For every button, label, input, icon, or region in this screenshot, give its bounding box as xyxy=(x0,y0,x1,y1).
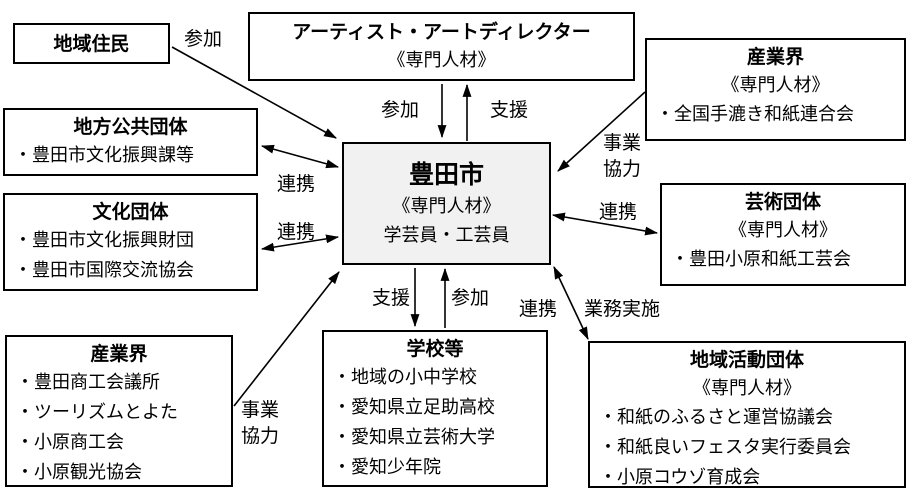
node-artist: アーティスト・アートディレクター 《専門人材》 xyxy=(248,12,635,81)
list-item: ・愛知少年院 xyxy=(333,457,441,478)
edge-cultural-toyota xyxy=(260,234,340,252)
list-item: ・豊田市文化振興財団 xyxy=(14,230,194,251)
list-item: ・小原コウゾ育成会 xyxy=(599,467,761,488)
node-community-items: ・和紙のふるさと運営協議会 ・和紙良いフェスタ実行委員会 ・小原コウゾ育成会 xyxy=(594,403,900,493)
node-community-title: 地域活動団体 xyxy=(689,349,804,371)
list-item: ・全国手漉き和紙連合会 xyxy=(656,104,854,125)
node-cultural-items: ・豊田市文化振興財団 ・豊田市国際交流協会 xyxy=(9,226,252,286)
edge-label-sanka-schools: 参加 xyxy=(451,287,490,309)
node-artist-subtitle: 《専門人材》 xyxy=(387,50,496,71)
node-residents-title: 地域住民 xyxy=(53,32,130,55)
edge-label-sanka-artist: 参加 xyxy=(381,99,420,121)
node-industry-top-items: ・全国手漉き和紙連合会 xyxy=(651,100,900,130)
node-toyota-subtitle: 《専門人材》 xyxy=(392,195,501,217)
list-item: ・豊田小原和紙工芸会 xyxy=(671,249,851,270)
node-art-group-subtitle: 《専門人材》 xyxy=(729,220,837,241)
node-art-group-items: ・豊田小原和紙工芸会 xyxy=(666,245,900,275)
list-item: ・和紙良いフェスタ実行委員会 xyxy=(599,437,851,458)
edge-label-renkei-community: 連携 xyxy=(519,298,558,320)
edge-label-jigyou-bottom: 事業協力 xyxy=(241,399,280,447)
node-cultural-title: 文化団体 xyxy=(92,201,169,223)
node-toyota-city: 豊田市 《専門人材》 学芸員・工芸員 xyxy=(342,142,551,265)
list-item: ・和紙のふるさと運営協議会 xyxy=(599,407,833,428)
edge-label-sanka-residents: 参加 xyxy=(184,28,223,50)
list-item: ・豊田商工会議所 xyxy=(16,372,160,393)
edge-label-shien-artist: 支援 xyxy=(490,99,529,121)
edge-label-jigyou-top: 事業協力 xyxy=(603,132,642,180)
node-industry-bottom: 産業界 ・豊田商工会議所 ・ツーリズムとよた ・小原商工会 ・小原観光協会 xyxy=(5,335,233,487)
node-art-group-title: 芸術団体 xyxy=(744,191,821,213)
list-item: ・愛知県立足助高校 xyxy=(333,397,495,418)
edge-toyota-artgroup xyxy=(551,212,659,236)
edge-residents-toyota xyxy=(171,46,337,139)
node-industry-top: 産業界 《専門人材》 ・全国手漉き和紙連合会 xyxy=(645,38,906,141)
node-artist-title: アーティスト・アートディレクター xyxy=(292,21,591,43)
list-item: ・地域の小中学校 xyxy=(333,367,477,388)
node-cultural: 文化団体 ・豊田市文化振興財団 ・豊田市国際交流協会 xyxy=(3,193,258,291)
node-local-gov: 地方公共団体 ・豊田市文化振興課等 xyxy=(3,108,258,176)
node-industry-top-subtitle: 《専門人材》 xyxy=(721,75,830,96)
node-schools: 学校等 ・地域の小中学校 ・愛知県立足助高校 ・愛知県立芸術大学 ・愛知少年院 xyxy=(322,330,548,487)
edge-label-renkei-localgov: 連携 xyxy=(277,173,316,195)
edge-label-renkei-cultural: 連携 xyxy=(277,221,316,243)
list-item: ・小原商工会 xyxy=(16,432,124,453)
edge-label-gyomu-jisshi: 業務実施 xyxy=(584,298,661,320)
edge-toyota-community xyxy=(553,266,589,340)
node-industry-bottom-items: ・豊田商工会議所 ・ツーリズムとよた ・小原商工会 ・小原観光協会 xyxy=(11,368,227,488)
node-industry-top-title: 産業界 xyxy=(746,46,804,68)
edge-label-shien-schools: 支援 xyxy=(372,287,411,309)
node-local-gov-items: ・豊田市文化振興課等 xyxy=(9,141,252,171)
list-item: ・小原観光協会 xyxy=(16,462,142,483)
list-item: ・ツーリズムとよた xyxy=(16,402,178,423)
edge-localgov-toyota xyxy=(260,144,340,169)
edge-industrytop-toyota xyxy=(557,91,646,172)
edge-industrybottom-toyota xyxy=(233,271,340,407)
list-item: ・豊田市文化振興課等 xyxy=(14,145,194,166)
node-residents: 地域住民 xyxy=(13,23,170,64)
node-local-gov-title: 地方公共団体 xyxy=(73,116,188,138)
node-schools-title: 学校等 xyxy=(406,338,464,360)
node-community: 地域活動団体 《専門人材》 ・和紙のふるさと運営協議会 ・和紙良いフェスタ実行委… xyxy=(588,341,906,488)
list-item: ・豊田市国際交流協会 xyxy=(14,260,194,281)
node-schools-items: ・地域の小中学校 ・愛知県立足助高校 ・愛知県立芸術大学 ・愛知少年院 xyxy=(328,363,542,483)
list-item: ・愛知県立芸術大学 xyxy=(333,427,495,448)
node-toyota-title: 豊田市 xyxy=(408,159,484,189)
edge-label-renkei-art: 連携 xyxy=(599,201,638,223)
node-industry-bottom-title: 産業界 xyxy=(90,343,148,365)
node-toyota-staff: 学芸員・工芸員 xyxy=(383,224,510,246)
node-art-group: 芸術団体 《専門人材》 ・豊田小原和紙工芸会 xyxy=(660,183,906,286)
node-community-subtitle: 《専門人材》 xyxy=(693,378,801,399)
